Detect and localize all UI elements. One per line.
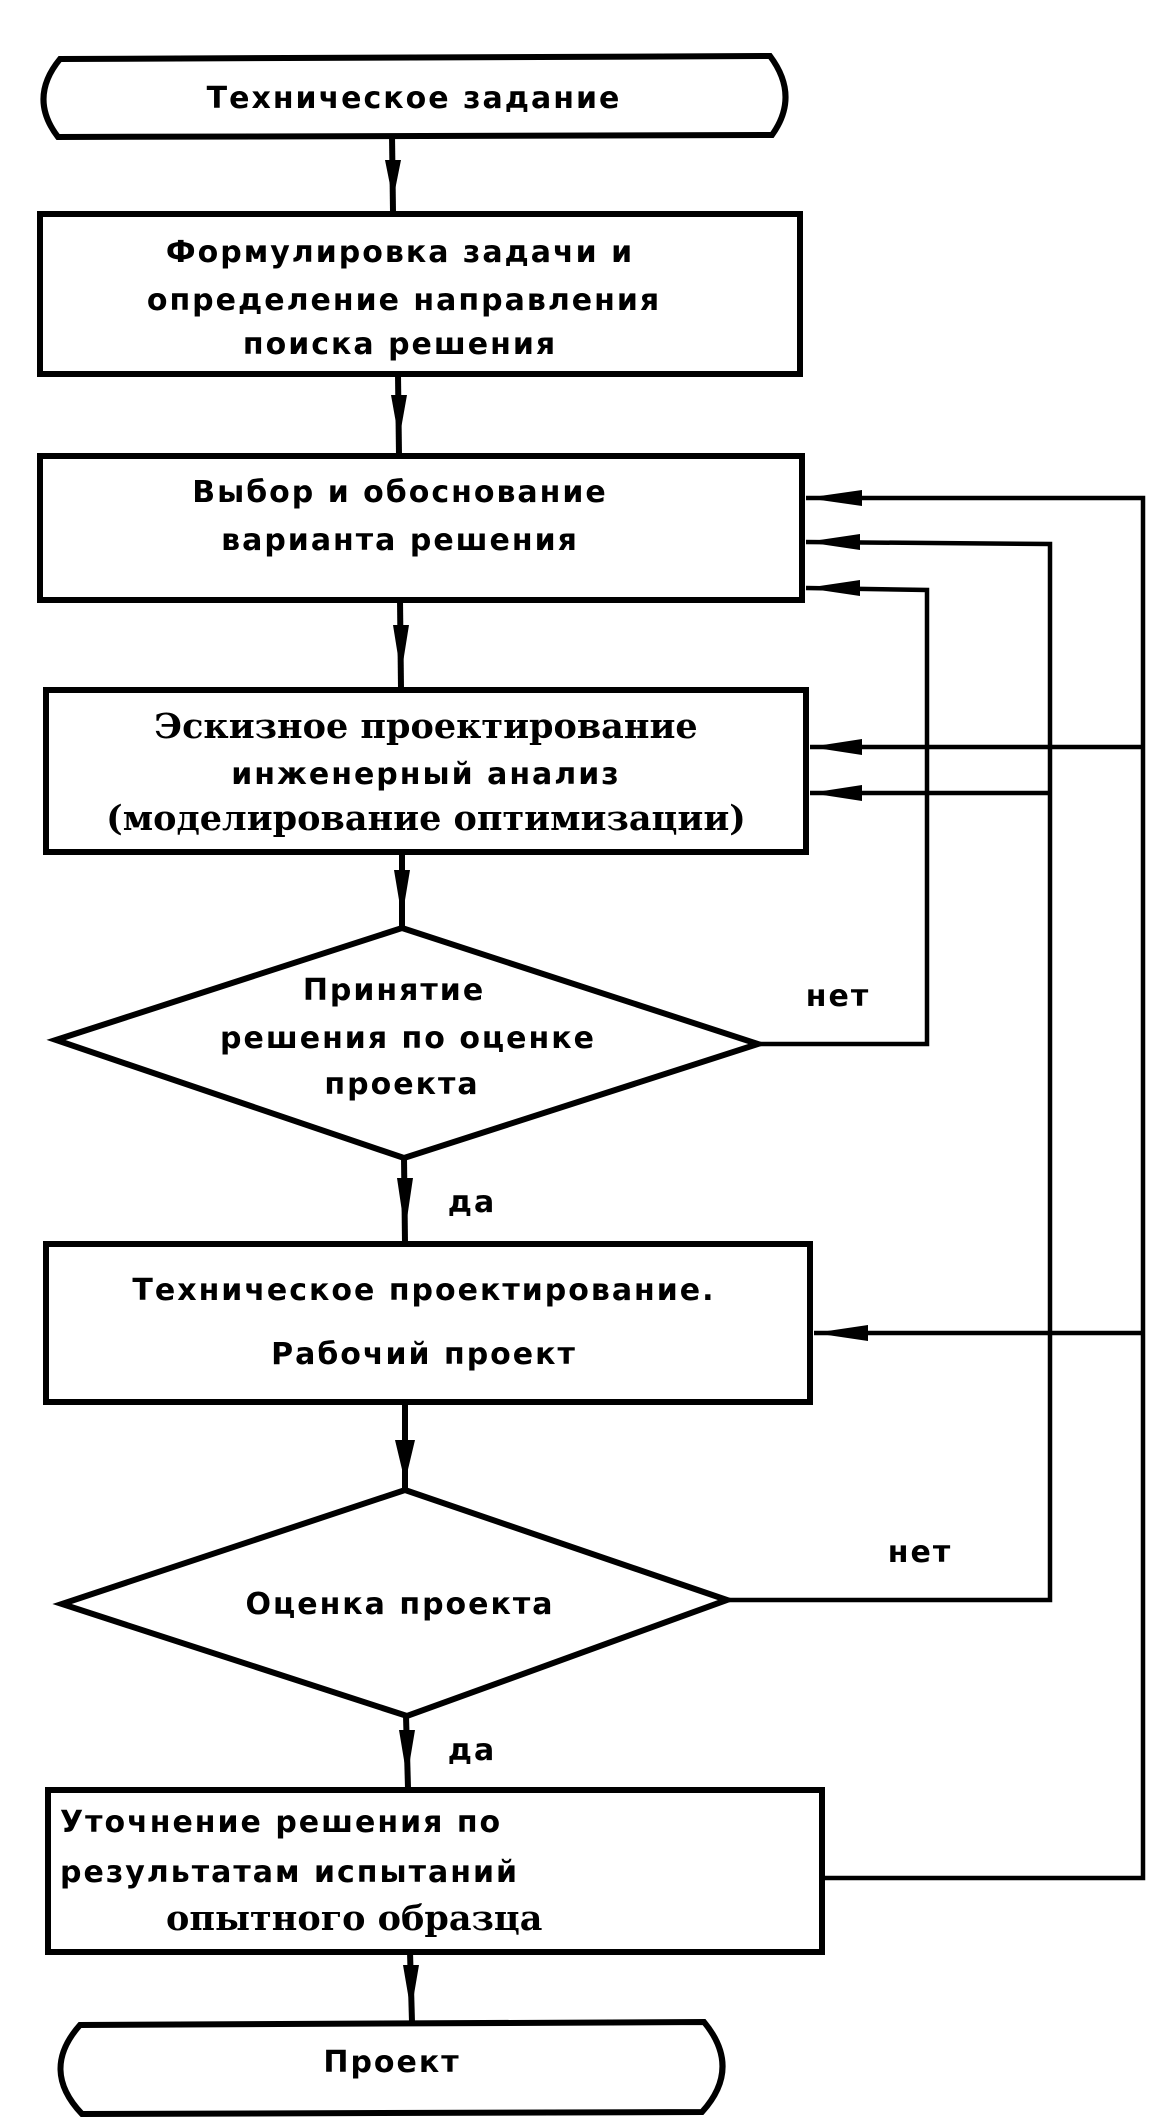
arrow-into-sketch-lower xyxy=(810,785,862,801)
edge-refinement-choice xyxy=(806,495,1146,1881)
process-shape xyxy=(43,1241,813,1405)
edge-decision2-no-choice xyxy=(727,539,1053,1603)
process-shape xyxy=(37,453,805,603)
terminal-shape xyxy=(57,2018,726,2118)
node-start: Техническое задание xyxy=(40,52,789,141)
node-decision1-line-2: решения по оценке xyxy=(220,1021,596,1056)
arrow-choice-sketch xyxy=(393,625,409,675)
arrow-refinement-end xyxy=(403,1965,419,2012)
node-formulation-line-1: Формулировка задачи и xyxy=(166,235,634,270)
node-decision1-line-3: проекта xyxy=(324,1067,479,1102)
node-sketch-line-1: Эскизное проектирование xyxy=(154,706,697,747)
terminal-shape xyxy=(40,52,789,141)
decision-shape xyxy=(52,1486,737,1720)
node-formulation-line-2: определение направления xyxy=(147,283,661,318)
node-decision2-line-1: Оценка проекта xyxy=(245,1587,554,1622)
decision-shape xyxy=(46,924,768,1162)
node-choice: Выбор и обоснование варианта решения xyxy=(37,453,805,603)
node-sketch-line-2: инженерный анализ xyxy=(231,757,620,792)
node-end-text: Проект xyxy=(323,2045,460,2080)
node-decision2: Оценка проекта xyxy=(52,1486,737,1720)
node-sketch-line-3: (моделирование оптимизации) xyxy=(106,798,746,839)
arrow-decision1-technical xyxy=(397,1178,413,1232)
node-sketch: Эскизное проектирование инженерный анали… xyxy=(43,687,809,855)
main-connectors xyxy=(385,134,419,2023)
node-decision1: Принятие решения по оценке проекта xyxy=(46,924,768,1162)
node-refinement: Уточнение решения по результатам испытан… xyxy=(45,1787,825,1955)
arrow-sketch-decision1 xyxy=(394,870,410,918)
arrow-into-choice-inner xyxy=(806,580,860,596)
arrow-start-formulation xyxy=(385,160,401,200)
node-refinement-line-3: опытного образца xyxy=(166,1898,542,1939)
process-shape xyxy=(37,211,803,377)
node-refinement-line-1: Уточнение решения по xyxy=(60,1805,502,1840)
node-choice-line-2: варианта решения xyxy=(221,523,579,558)
arrow-formulation-choice xyxy=(391,395,407,440)
arrow-decision2-refinement xyxy=(399,1730,415,1778)
node-refinement-line-2: результатам испытаний xyxy=(60,1855,519,1890)
node-decision1-line-1: Принятие xyxy=(303,973,485,1008)
edge-decision1-no-choice xyxy=(758,585,930,1047)
label-decision1-yes: да xyxy=(448,1185,496,1220)
node-formulation-line-3: поиска решения xyxy=(243,327,557,362)
label-decision1-no: нет xyxy=(806,979,870,1014)
arrow-technical-decision2 xyxy=(395,1440,415,1482)
feedback-connectors xyxy=(727,490,1146,1881)
arrow-into-choice-middle xyxy=(806,534,860,550)
arrow-into-choice-outer xyxy=(806,490,862,506)
label-decision2-no: нет xyxy=(888,1535,952,1570)
node-technical: Техническое проектирование. Рабочий прое… xyxy=(43,1241,813,1405)
node-choice-line-1: Выбор и обоснование xyxy=(192,475,608,510)
arrow-into-technical xyxy=(814,1325,868,1341)
label-decision2-yes: да xyxy=(448,1733,496,1768)
process-shape xyxy=(43,687,809,855)
node-technical-line-1: Техническое проектирование. xyxy=(132,1273,715,1308)
node-end: Проект xyxy=(57,2018,726,2118)
arrow-into-sketch-upper xyxy=(810,739,862,755)
process-shape xyxy=(45,1787,825,1955)
node-start-text: Техническое задание xyxy=(207,81,622,116)
node-formulation: Формулировка задачи и определение направ… xyxy=(37,211,803,377)
node-technical-line-2: Рабочий проект xyxy=(271,1337,577,1372)
